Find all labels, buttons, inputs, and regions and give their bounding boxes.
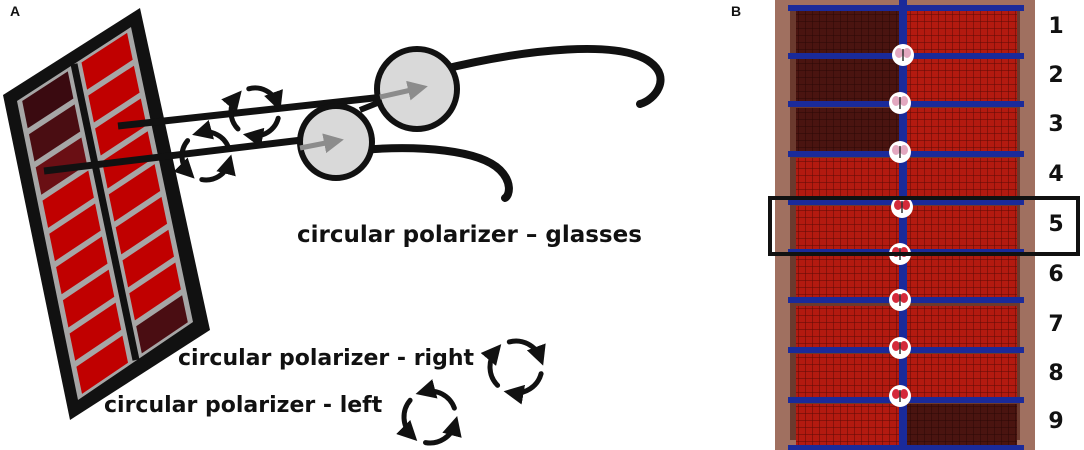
glasses-label: circular polarizer – glasses <box>297 222 642 248</box>
photo-cell-left-2 <box>796 58 900 104</box>
display-cell-left-5 <box>49 203 101 262</box>
beam-upper-polarization-icon <box>221 85 283 148</box>
display-cell-right-9 <box>136 295 188 354</box>
left-polarizer-label: circular polarizer - left <box>104 393 383 418</box>
butterfly-sticker-2 <box>889 92 911 114</box>
photo-cell-right-1 <box>907 10 1017 56</box>
butterfly-sticker-8 <box>889 385 911 407</box>
photo-rows <box>796 10 1017 450</box>
photo-cell-right-5 <box>907 206 1017 252</box>
glasses-temple-upper <box>436 44 665 108</box>
display-cell-left-8 <box>69 302 122 361</box>
photo-cell-right-9 <box>907 404 1017 450</box>
glasses-temple-lower <box>356 144 513 202</box>
display-cell-right-5 <box>108 164 161 222</box>
photo-cell-right-6 <box>907 256 1017 302</box>
photo-cell-left-8 <box>796 354 900 400</box>
photo-cell-right-2 <box>907 58 1017 104</box>
display-cell-right-6 <box>115 196 168 255</box>
display-cell-left-6 <box>56 236 108 295</box>
butterfly-sticker-3 <box>889 141 911 163</box>
panel-label-b: B <box>731 3 742 19</box>
row-label-9: 9 <box>1048 409 1064 434</box>
display-cell-left-7 <box>62 269 115 328</box>
left-polarizer-arc-1 <box>423 415 462 446</box>
row-label-3: 3 <box>1048 112 1064 137</box>
display-cell-left-2 <box>29 104 81 162</box>
photo-cell-right-7 <box>907 306 1017 352</box>
butterfly-sticker-7 <box>889 337 911 359</box>
right-polarizer-arc-2 <box>480 344 502 388</box>
photo-cell-left-3 <box>796 108 900 154</box>
right-polarizer-label: circular polarizer - right <box>178 346 475 371</box>
photo-cell-left-5 <box>796 206 900 252</box>
lens-lower-arrow-icon <box>299 133 344 154</box>
beam-lower-polarization-arc-2 <box>173 138 195 179</box>
photo-cell-left-1 <box>796 10 900 56</box>
row-label-1: 1 <box>1048 14 1064 39</box>
row-label-5: 5 <box>1048 212 1064 237</box>
horizontal-tape-1 <box>788 5 1024 11</box>
left-polarizer-arc-3 <box>415 379 457 411</box>
photo-cell-left-6 <box>796 256 900 302</box>
photo-cell-left-9 <box>796 404 900 450</box>
butterfly-sticker-1 <box>892 44 914 66</box>
lens-upper-arrow-icon <box>379 80 428 101</box>
photo-cell-left-7 <box>796 306 900 352</box>
row-label-2: 2 <box>1048 63 1064 88</box>
row-label-4: 4 <box>1048 162 1064 187</box>
display-cell-left-9 <box>76 335 128 394</box>
beam-lower-polarization-arc-3 <box>192 120 232 151</box>
butterfly-sticker-6 <box>889 289 911 311</box>
display-cell-right-2 <box>88 65 140 123</box>
beam-lower-polarization-icon <box>173 120 236 183</box>
display-cells <box>22 32 188 394</box>
beam-upper-polarization-arc-3 <box>246 85 283 112</box>
display-cell-right-7 <box>122 229 174 288</box>
row-label-8: 8 <box>1048 361 1064 386</box>
photo-cell-right-3 <box>907 108 1017 154</box>
horizontal-tape-10 <box>788 445 1024 450</box>
display-cell-left-1 <box>22 71 74 129</box>
row-label-6: 6 <box>1048 262 1064 287</box>
left-polarizer-arc-2 <box>396 397 418 442</box>
right-polarizer-arc-1 <box>503 371 544 405</box>
right-polarizer-icon <box>480 338 546 405</box>
photo-cell-right-8 <box>907 354 1017 400</box>
beam-upper-polarization-arc-2 <box>221 90 242 132</box>
beam-lower-polarization-arc-1 <box>199 154 236 183</box>
row-label-7: 7 <box>1048 312 1064 337</box>
row-highlight-box <box>768 196 1080 256</box>
display-cell-left-4 <box>42 170 94 228</box>
left-polarizer-icon <box>396 379 462 446</box>
display-cell-right-1 <box>81 32 133 90</box>
vertical-tape <box>899 0 907 450</box>
butterfly-sticker-4 <box>891 196 913 218</box>
right-polarizer-arc-3 <box>506 338 546 366</box>
panel-label-a: A <box>10 3 21 19</box>
sight-line-upper <box>117 92 393 130</box>
beam-upper-polarization-arc-1 <box>242 115 281 148</box>
display-cell-right-8 <box>129 262 181 321</box>
